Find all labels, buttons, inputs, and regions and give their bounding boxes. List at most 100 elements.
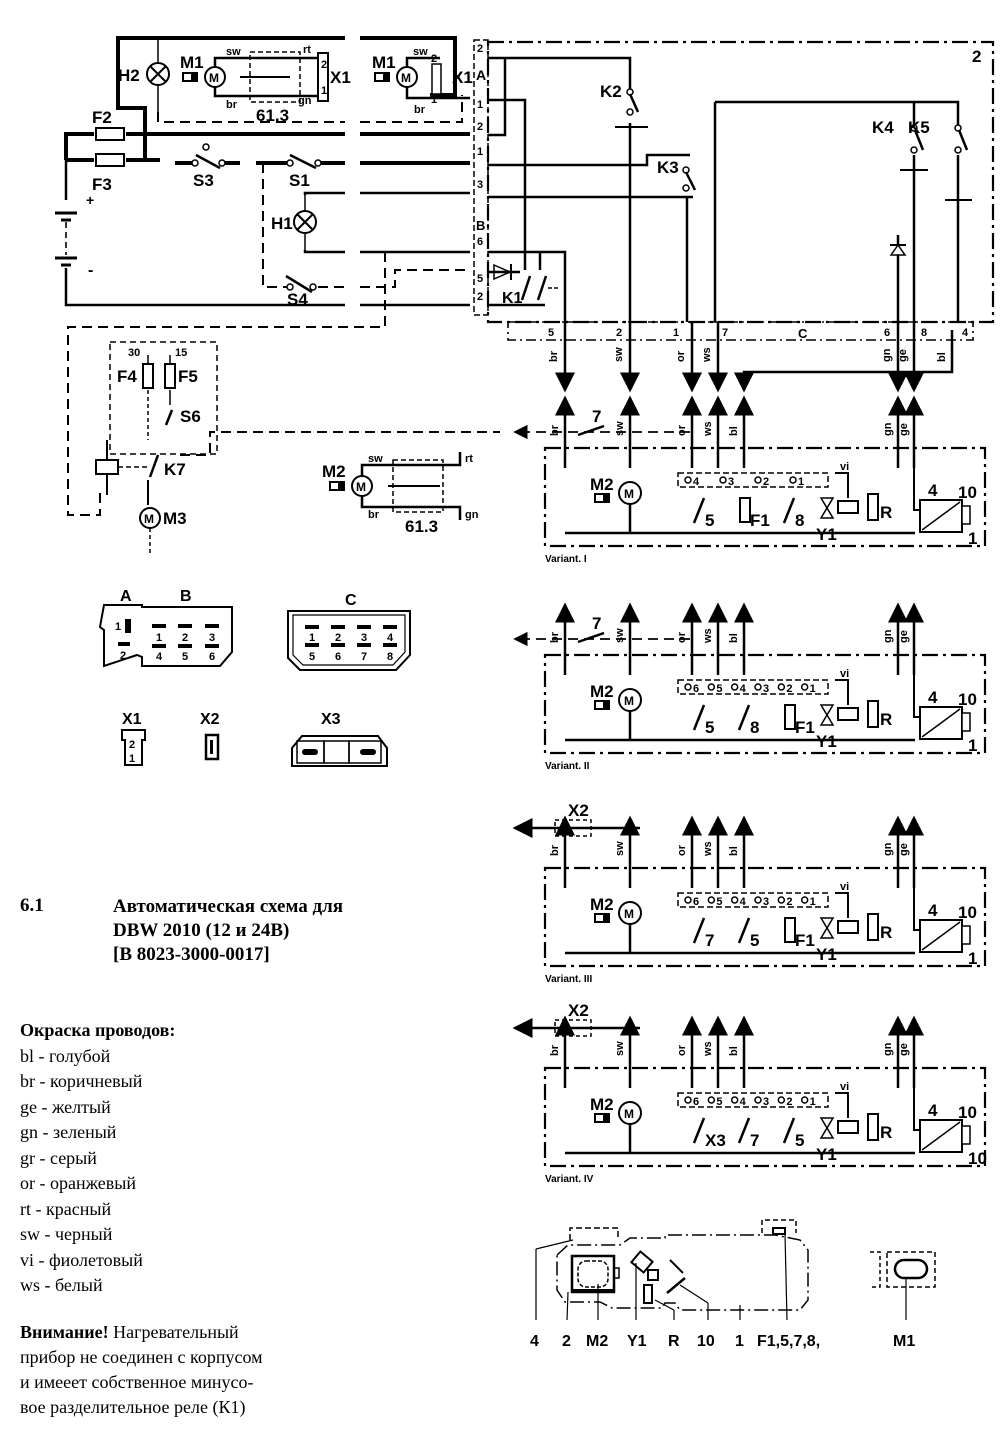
legend-item-bl: bl - голубой: [20, 1045, 111, 1066]
svg-text:M: M: [356, 480, 366, 494]
relay-K4: K4: [872, 118, 925, 154]
fuse-F1: [739, 497, 751, 523]
wire-label: ws: [702, 628, 714, 644]
wire-label: vi: [840, 1081, 849, 1093]
svg-text:A: A: [476, 67, 486, 83]
svg-text:3: 3: [477, 179, 483, 191]
terminal-label: 2: [786, 896, 792, 908]
svg-text:M: M: [624, 907, 634, 921]
heater-unit-1: [543, 1066, 987, 1168]
valve-Y1: [819, 497, 835, 510]
part-label: X3: [705, 1131, 726, 1150]
terminal: [777, 683, 786, 691]
unit-number: 10: [968, 1149, 987, 1168]
part-label: 4: [928, 688, 938, 707]
terminal: [754, 683, 762, 691]
svg-text:61.3: 61.3: [405, 517, 438, 536]
svg-text:1: 1: [735, 1333, 744, 1350]
legend-item-gr: gr - серый: [20, 1147, 97, 1168]
svg-text:X2: X2: [200, 711, 220, 728]
svg-text:1: 1: [115, 621, 121, 633]
wire-label: sw: [614, 628, 626, 643]
terminal-label: 2: [763, 476, 769, 488]
wire-label: or: [676, 1044, 688, 1056]
terminal-label: 1: [798, 476, 804, 488]
motor-M2-label: M2: [590, 895, 614, 914]
part-label: 10: [958, 690, 977, 709]
motor-M2-variant-613: M2 M sw br rt gn 61.3: [322, 452, 479, 536]
svg-text:K7: K7: [164, 460, 186, 479]
svg-text:F2: F2: [92, 108, 112, 127]
terminal: [684, 683, 692, 691]
thermal-switch-7: [737, 1117, 751, 1144]
wire-label: sw: [614, 1041, 626, 1056]
svg-text:6: 6: [884, 327, 890, 339]
part-label: X2: [568, 1001, 589, 1020]
fuse-F1: [784, 917, 796, 943]
part-label: 10: [958, 1103, 977, 1122]
wire-label: ge: [898, 843, 910, 856]
thermal-switch-5: [737, 917, 751, 944]
svg-text:2: 2: [182, 632, 188, 644]
relay-K2: K2: [600, 82, 640, 116]
svg-text:1: 1: [321, 85, 327, 97]
wire-label: or: [676, 424, 688, 436]
svg-text:2: 2: [477, 43, 483, 55]
wire-label: ws: [702, 421, 714, 437]
svg-text:br: br: [368, 509, 380, 521]
part-label: R: [880, 710, 892, 729]
terminal: [707, 896, 716, 904]
physical-layout: 4 2 M2 Y1 R 10 1 F1,5,7,8, M1: [530, 1219, 936, 1350]
motor-M2-label: M2: [590, 475, 614, 494]
pin-label: 3: [361, 632, 367, 644]
connector-view-X3: X3: [291, 711, 388, 767]
wire-label: bl: [728, 633, 740, 643]
terminal-label: 1: [810, 896, 816, 908]
wire-label: or: [676, 844, 688, 856]
relay-coil: [837, 920, 859, 934]
svg-text:bl: bl: [936, 352, 948, 362]
resistor-R: [867, 700, 879, 728]
terminal-label: 5: [716, 1096, 722, 1108]
legend-item-sw: sw - черный: [20, 1224, 113, 1244]
valve-Y1: [819, 917, 835, 930]
svg-text:gn: gn: [881, 348, 893, 362]
svg-text:1: 1: [673, 327, 679, 339]
fuse-F1: [784, 704, 796, 730]
pin-slot: [305, 643, 319, 647]
svg-text:M: M: [144, 512, 154, 526]
thermal-switch-X3: [692, 1117, 706, 1144]
note-lead: Внимание!: [20, 1322, 109, 1342]
svg-text:1: 1: [156, 632, 162, 644]
pin-label: 2: [335, 632, 341, 644]
terminal-label: 4: [740, 683, 747, 695]
motor-M1-variant-613: M1 M sw br rt gn 2 1 X1 61.3: [180, 44, 351, 125]
part-label: Y1: [816, 732, 837, 751]
figure-title-line: DBW 2010 (12 и 24В): [113, 920, 290, 941]
svg-text:2: 2: [120, 650, 126, 662]
part-label: 8: [750, 718, 759, 737]
svg-text:F3: F3: [92, 175, 112, 194]
wire-label: br: [549, 1044, 561, 1056]
terminal: [800, 896, 809, 904]
wire-label: ws: [702, 1041, 714, 1057]
pin-label: 1: [309, 632, 315, 644]
terminal-label: 6: [693, 1096, 699, 1108]
legend-item-br: br - коричневый: [20, 1071, 143, 1091]
resistor-R: [867, 493, 879, 521]
svg-text:H1: H1: [271, 214, 293, 233]
wire-label: ge: [898, 630, 910, 643]
lamp-H2: H2: [118, 40, 170, 112]
relay-coil: [837, 500, 859, 514]
variant-label: Variant. II: [545, 761, 590, 772]
svg-text:sw: sw: [226, 46, 241, 58]
svg-text:M1: M1: [372, 53, 396, 72]
wire-label: or: [676, 631, 688, 643]
svg-text:M: M: [624, 1107, 634, 1121]
part-label: F1: [750, 511, 770, 530]
terminal: [777, 1096, 786, 1104]
svg-text:or: or: [675, 350, 687, 362]
